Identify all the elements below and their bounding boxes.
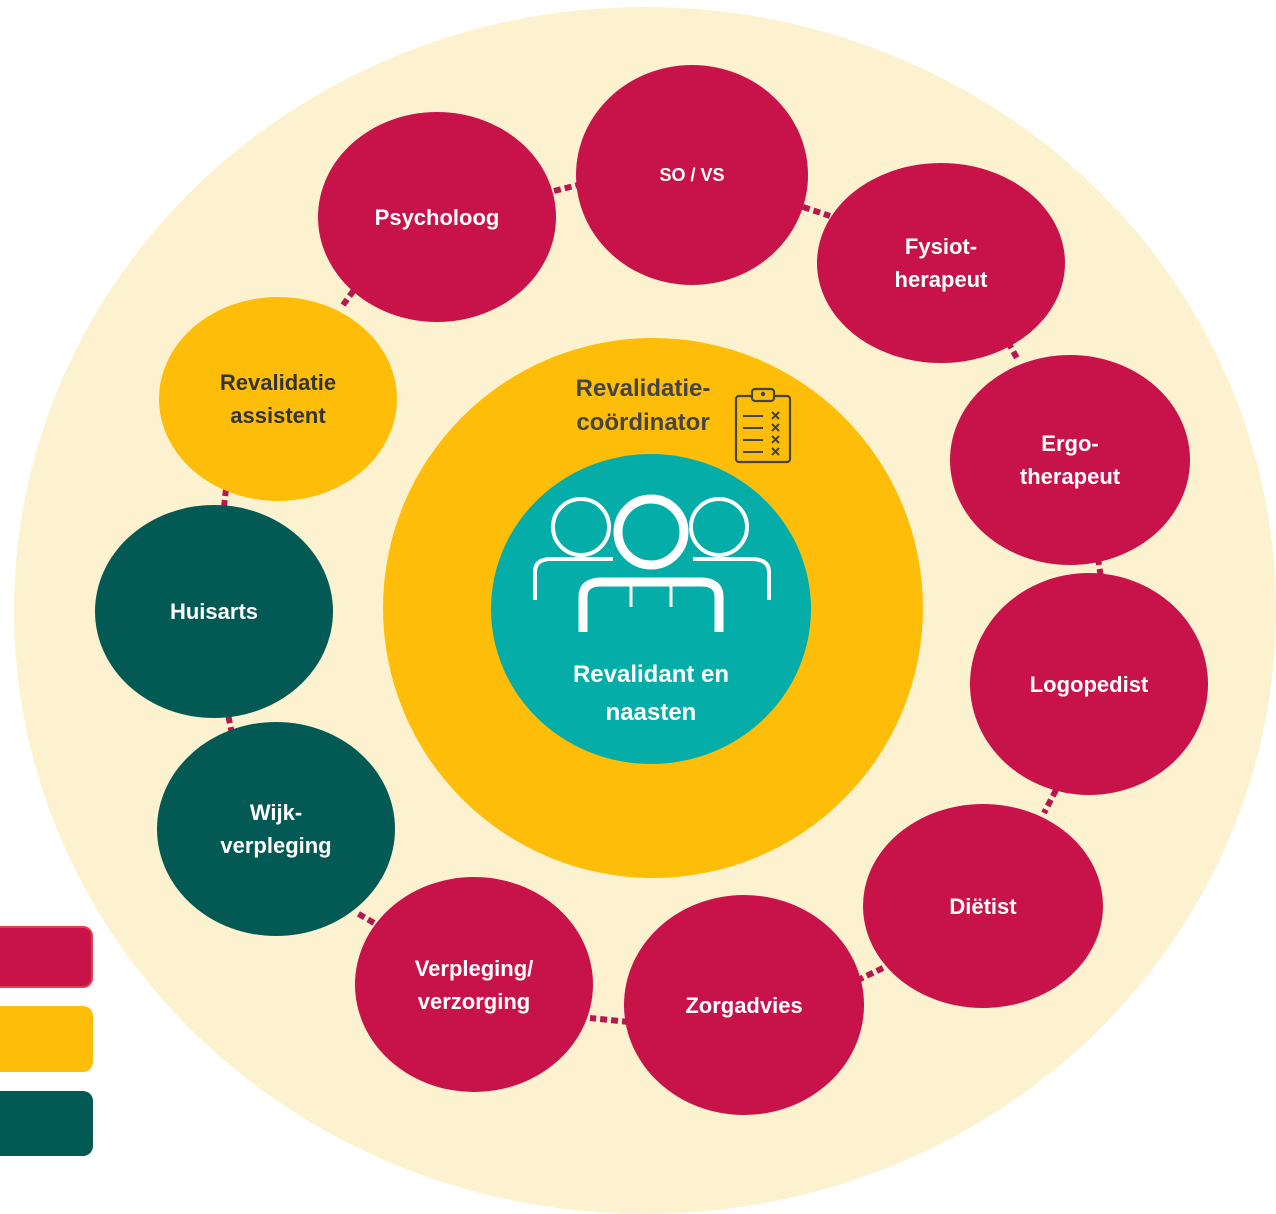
node-psycholoog-label: Psycholoog xyxy=(374,204,500,230)
node-fysiotherapeut[interactable]: Fysiot- herapeut xyxy=(817,163,1065,363)
node-psycholoog[interactable]: Psycholoog xyxy=(318,112,556,322)
node-verpleging-verzorging[interactable]: Verpleging/ verzorging xyxy=(355,877,593,1092)
node-verpleging-verzorging-label: Verpleging/ verzorging xyxy=(414,955,534,1014)
node-dietist-label: Diëtist xyxy=(949,893,1017,919)
node-fysiotherapeut-label: Fysiot- herapeut xyxy=(894,234,988,292)
node-revalidatie-assistent-label: Revalidatie assistent xyxy=(219,370,337,428)
legend-swatch-discipline xyxy=(0,926,93,988)
node-huisarts[interactable]: Huisarts xyxy=(95,505,333,718)
connector-psycholoog-so-vs xyxy=(553,182,579,194)
connector-huisarts-assistent xyxy=(221,488,229,508)
people-group-icon xyxy=(533,494,771,632)
node-logopedist[interactable]: Logopedist xyxy=(970,573,1208,795)
connector-verpleging-wijkverpleging xyxy=(355,910,376,926)
clipboard-checklist-icon xyxy=(734,387,792,464)
node-so-vs[interactable]: SO / VS xyxy=(576,65,808,285)
client-circle[interactable] xyxy=(491,454,811,764)
connector-assistent-psycholoog xyxy=(340,288,357,307)
coordinator-label: Revalidatie- coördinator xyxy=(575,375,711,436)
node-ergotherapeut[interactable]: Ergo- therapeut xyxy=(950,355,1190,565)
connector-dietist-zorgadvies xyxy=(856,965,885,983)
node-zorgadvies-label: Zorgadvies xyxy=(685,992,803,1018)
connector-zorgadvies-verpleging xyxy=(589,1015,630,1025)
node-wijkverpleging-label: Wijk- verpleging xyxy=(220,800,332,858)
node-so-vs-label: SO / VS xyxy=(659,164,725,185)
connector-logopedist-dietist xyxy=(1041,788,1059,815)
node-dietist[interactable]: Diëtist xyxy=(863,804,1103,1008)
client-label: Revalidant en naasten xyxy=(572,661,730,726)
legend-swatch-rehab xyxy=(0,1006,93,1072)
node-wijkverpleging[interactable]: Wijk- verpleging xyxy=(157,722,395,936)
node-logopedist-label: Logopedist xyxy=(1029,671,1149,697)
node-huisarts-label: Huisarts xyxy=(169,599,259,624)
node-revalidatie-assistent[interactable]: Revalidatie assistent xyxy=(159,297,397,501)
node-ergotherapeut-label: Ergo- therapeut xyxy=(1019,431,1121,489)
legend-swatch-home-care xyxy=(0,1091,93,1156)
node-zorgadvies[interactable]: Zorgadvies xyxy=(624,895,864,1115)
connector-so-vs-fysiotherapeut xyxy=(802,204,831,219)
